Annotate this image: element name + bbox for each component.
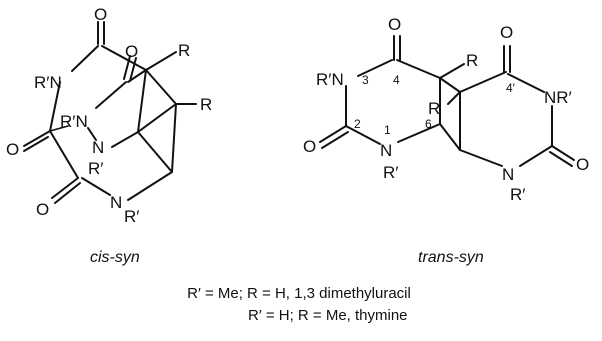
cis-syn-r-right: R [200, 95, 212, 114]
bond [49, 81, 61, 132]
trans-syn-n-bottom-right: N [502, 165, 514, 184]
bond [145, 69, 177, 105]
bond [459, 149, 503, 167]
trans-syn-bonds [319, 35, 575, 167]
bond [519, 145, 553, 167]
cis-syn-structure: O O O O R′N R′N N R′ N R′ R R cis-syn [6, 5, 212, 266]
bond [87, 127, 97, 141]
bond [319, 125, 347, 143]
bond [439, 77, 461, 93]
bond [23, 136, 49, 152]
bond [145, 51, 177, 71]
trans-syn-position-4: 4 [393, 73, 400, 87]
trans-syn-position-1: 1 [384, 123, 391, 137]
bond [129, 57, 137, 82]
bond [321, 131, 349, 149]
bond [127, 69, 147, 83]
note-line-1: R′ = Me; R = H, 1,3 dimethyluracil [187, 285, 411, 302]
bond [101, 45, 147, 71]
bond [111, 131, 139, 148]
cis-syn-rp-mid: R′ [88, 159, 103, 178]
bond [459, 71, 507, 93]
bond [81, 177, 111, 196]
cis-syn-bonds [23, 21, 197, 204]
cis-syn-n-mid: N [92, 138, 104, 157]
bond [95, 81, 127, 109]
bond [71, 45, 99, 72]
trans-syn-caption: trans-syn [418, 249, 484, 266]
bond [551, 145, 575, 161]
bond [23, 130, 51, 147]
bond [549, 151, 573, 167]
trans-syn-rp-bottom-right: R′ [510, 185, 525, 204]
bond [439, 123, 461, 151]
bond [123, 55, 131, 80]
trans-syn-r-mid: R [428, 99, 440, 118]
bond [447, 91, 461, 105]
bond [357, 59, 393, 77]
cis-syn-rn-mid: R′N [60, 112, 88, 131]
bond [397, 123, 441, 143]
bond [49, 130, 79, 179]
trans-syn-rn-left: R′N [316, 70, 344, 89]
trans-syn-position-2: 2 [354, 117, 361, 131]
note-line-2: R′ = H; R = Me, thymine [248, 307, 408, 324]
bond [439, 63, 465, 79]
cis-syn-o-mid: O [125, 42, 138, 61]
trans-syn-o-left: O [303, 137, 316, 156]
bond [507, 73, 545, 93]
cis-syn-rn-top: R′N [34, 73, 62, 92]
cis-syn-o-bottom: O [36, 200, 49, 219]
trans-syn-n-lower-left: N [380, 141, 392, 160]
cis-syn-n-bottom: N [110, 193, 122, 212]
trans-syn-o-right: O [576, 155, 589, 174]
trans-syn-r-top: R [466, 51, 478, 70]
bond [49, 125, 69, 132]
trans-syn-structure: O O O O R′N 3 4 2 1 6 4′ N R′ R R NR′ N … [303, 15, 589, 266]
cis-syn-r-top: R [178, 41, 190, 60]
cis-syn-labels: O O O O R′N R′N N R′ N R′ R R cis-syn [6, 5, 212, 266]
trans-syn-position-4-prime: 4′ [506, 81, 516, 95]
cis-syn-o-top: O [94, 5, 107, 24]
bond [51, 177, 79, 199]
bond [396, 59, 441, 79]
bond [127, 171, 173, 201]
trans-syn-o-top-right: O [500, 23, 513, 42]
cis-syn-caption: cis-syn [90, 249, 140, 266]
trans-syn-nr-right: NR′ [544, 88, 572, 107]
bond [54, 182, 81, 204]
cis-syn-o-left: O [6, 140, 19, 159]
trans-syn-rp-lower-left: R′ [383, 163, 398, 182]
trans-syn-o-top-left: O [388, 15, 401, 34]
trans-syn-position-3: 3 [362, 73, 369, 87]
cis-syn-rp-bottom: R′ [124, 207, 139, 226]
bond [137, 69, 147, 133]
bond [137, 131, 173, 173]
bond [137, 103, 177, 133]
substituent-notes: R′ = Me; R = H, 1,3 dimethyluracil R′ = … [187, 285, 411, 324]
bond [171, 103, 177, 173]
trans-syn-position-6: 6 [425, 117, 432, 131]
trans-syn-labels: O O O O R′N 3 4 2 1 6 4′ N R′ R R NR′ N … [303, 15, 589, 266]
bond [345, 125, 381, 145]
